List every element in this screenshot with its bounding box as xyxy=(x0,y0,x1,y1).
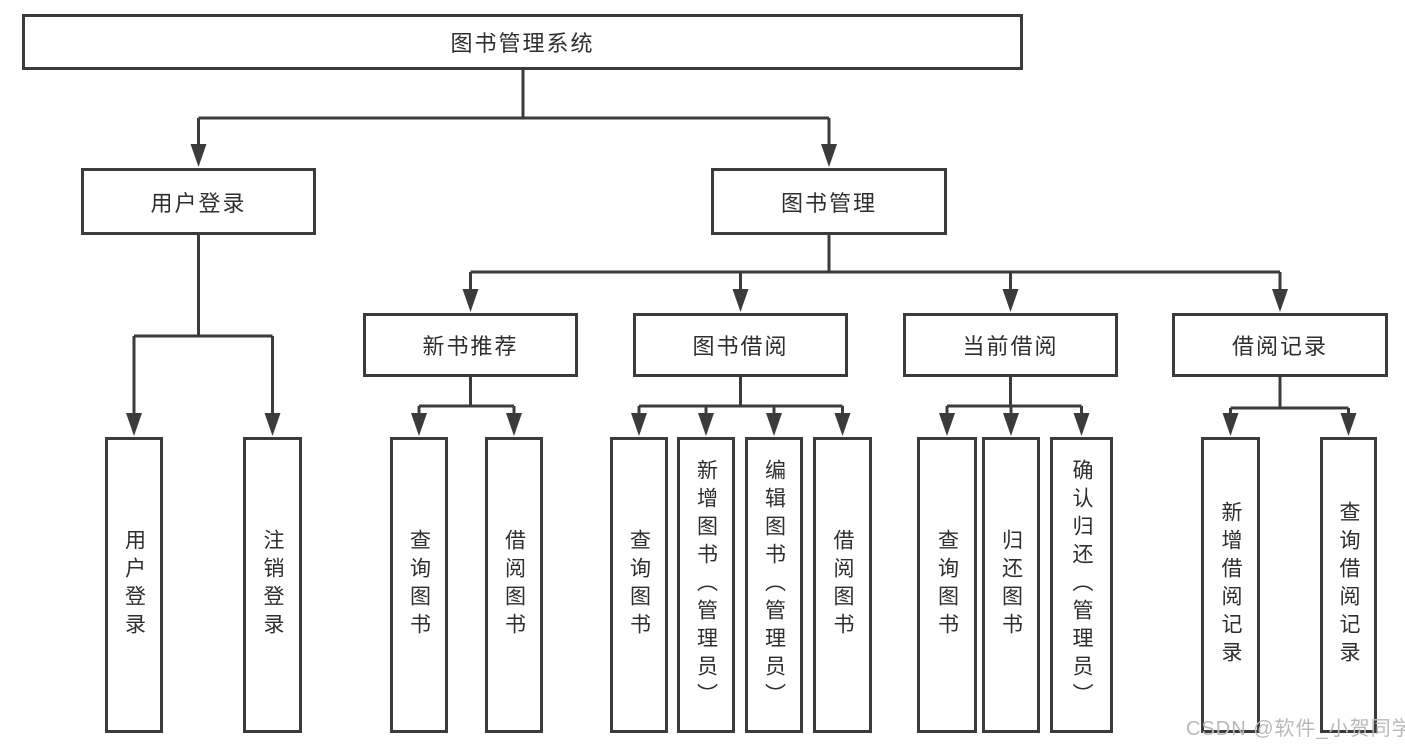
node-label: 图书管理 xyxy=(780,190,877,216)
node-leaf-query-book-3: 查询图书 xyxy=(917,437,977,733)
node-leaf-add-record: 新增借阅记录 xyxy=(1201,437,1260,733)
node-leaf-borrow-book-2: 借阅图书 xyxy=(813,437,872,733)
node-leaf-logout: 注销登录 xyxy=(243,437,302,733)
node-label: 新增借阅记录 xyxy=(1219,501,1242,669)
node-leaf-borrow-book-1: 借阅图书 xyxy=(485,437,543,733)
node-leaf-confirm-return: 确认归还（管理员） xyxy=(1050,437,1113,733)
node-label: 借阅图书 xyxy=(502,529,526,641)
node-label: 图书借阅 xyxy=(692,334,789,359)
node-label: 编辑图书（管理员） xyxy=(762,459,786,711)
node-leaf-query-book-1: 查询图书 xyxy=(390,437,448,733)
node-leaf-query-record: 查询借阅记录 xyxy=(1320,437,1377,733)
node-label: 图书管理系统 xyxy=(450,31,595,56)
node-label: 查询借阅记录 xyxy=(1337,501,1360,669)
node-leaf-query-book-2: 查询图书 xyxy=(610,437,668,733)
node-label: 查询图书 xyxy=(407,529,431,641)
node-label: 用户登录 xyxy=(122,529,146,641)
node-label: 借阅记录 xyxy=(1231,334,1328,359)
node-root: 图书管理系统 xyxy=(22,14,1023,70)
node-leaf-return-book: 归还图书 xyxy=(982,437,1040,733)
node-current-borrow: 当前借阅 xyxy=(903,313,1118,377)
node-label: 新增图书（管理员） xyxy=(694,459,718,711)
node-user-login: 用户登录 xyxy=(81,168,316,235)
node-book-mgmt: 图书管理 xyxy=(711,168,947,235)
node-label: 新书推荐 xyxy=(422,334,519,359)
node-leaf-add-book: 新增图书（管理员） xyxy=(677,437,735,733)
node-label: 查询图书 xyxy=(627,529,651,641)
node-label: 当前借阅 xyxy=(962,334,1059,359)
node-label: 用户登录 xyxy=(150,190,247,216)
node-label: 注销登录 xyxy=(261,529,284,641)
node-borrow-record: 借阅记录 xyxy=(1172,313,1388,377)
node-leaf-user-login: 用户登录 xyxy=(105,437,163,733)
watermark: CSDN @软件_小贺同学 xyxy=(1186,718,1405,740)
node-new-book-rec: 新书推荐 xyxy=(363,313,578,377)
node-label: 确认归还（管理员） xyxy=(1070,459,1093,711)
node-leaf-edit-book: 编辑图书（管理员） xyxy=(745,437,803,733)
node-label: 查询图书 xyxy=(935,529,959,641)
node-book-borrow: 图书借阅 xyxy=(633,313,848,377)
node-label: 借阅图书 xyxy=(831,529,854,641)
node-label: 归还图书 xyxy=(999,529,1023,641)
